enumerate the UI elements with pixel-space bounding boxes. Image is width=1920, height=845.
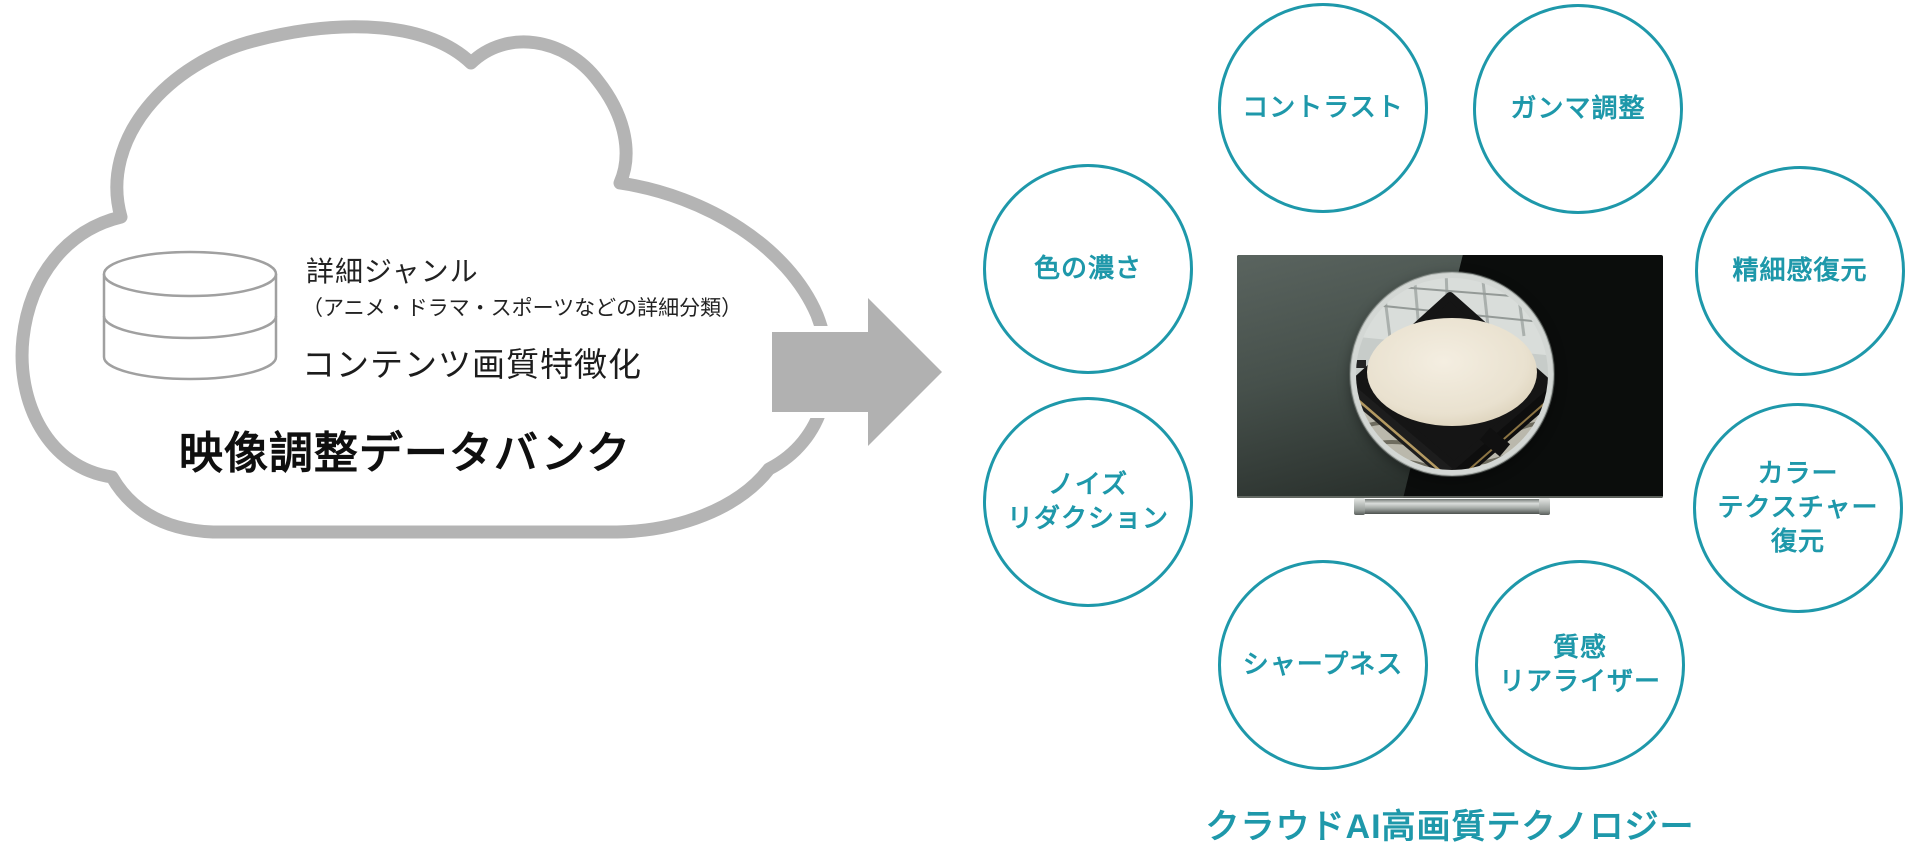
database-icon [102,250,278,381]
bubble-contrast: コントラスト [1218,3,1428,213]
bubble-color-depth: 色の濃さ [983,164,1193,374]
arrow-right-icon [766,283,951,461]
bubble-noise-reduction: ノイズ リダクション [983,397,1193,607]
chip-magnifier-icon [1349,271,1555,477]
data-bank-title: 映像調整データバンク [178,429,632,478]
genre-note: （アニメ・ドラマ・スポーツなどの詳細分類） [302,297,743,320]
tv-bezel-line [1237,496,1663,498]
tv-stand [1354,498,1550,515]
tv-stand-foot-left [1354,498,1365,515]
genre-title: 詳細ジャンル [306,256,479,287]
bubble-gamma: ガンマ調整 [1473,4,1683,214]
tv-stand-foot-right [1539,498,1550,515]
bubble-color-texture: カラー テクスチャー 復元 [1693,403,1903,613]
feature-label: コンテンツ画質特徴化 [302,346,642,383]
bubble-texture-realizer: 質感 リアライザー [1475,560,1685,770]
technology-caption: クラウドAI高画質テクノロジー [1205,808,1695,845]
bubble-fine-detail: 精細感復元 [1695,166,1905,376]
cloud-shape [15,20,951,539]
bubble-sharpness: シャープネス [1218,560,1428,770]
cloud-outline [15,20,835,539]
